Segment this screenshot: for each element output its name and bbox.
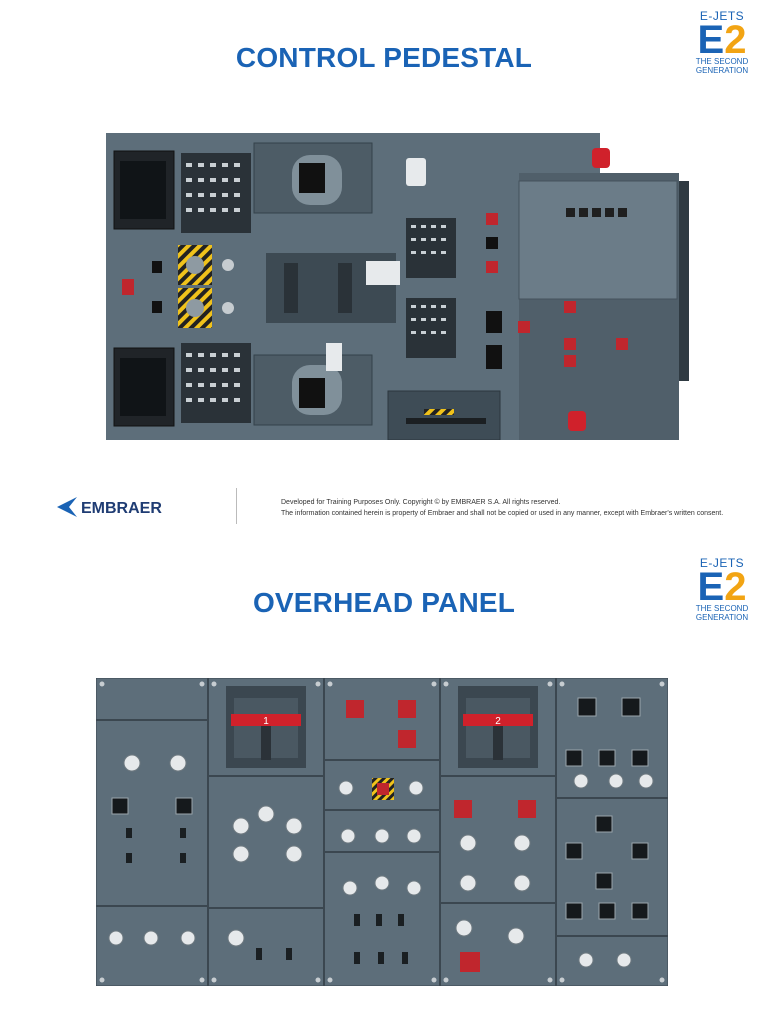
- logo-e: E: [697, 565, 725, 609]
- logo-sub-1: THE SECOND: [695, 604, 749, 613]
- logo-sub-2: GENERATION: [695, 66, 749, 75]
- embraer-logo: EMBRAER: [57, 497, 162, 517]
- page-title-control-pedestal: CONTROL PEDESTAL: [235, 42, 533, 73]
- overhead-panel-illustration: 1 2: [96, 678, 668, 986]
- logo-two: 2: [724, 18, 747, 62]
- page-title-overhead-panel: OVERHEAD PANEL: [252, 587, 516, 618]
- ejets-e2-logo: E-JETS E2 THE SECOND GENERATION: [692, 556, 752, 622]
- control-pedestal-illustration: [106, 133, 689, 440]
- logo-e2-mark: E2: [692, 567, 752, 607]
- logo-e: E: [697, 18, 725, 62]
- fire-handle-2-label: 2: [495, 716, 501, 727]
- logo-top-text: E-JETS: [699, 9, 745, 23]
- copyright-line: Developed for Training Purposes Only. Co…: [281, 499, 561, 506]
- fire-handle-1-label: 1: [263, 716, 269, 727]
- logo-e2-mark: E2: [692, 20, 752, 60]
- logo-sub-1: THE SECOND: [695, 57, 749, 66]
- logo-sub-2: GENERATION: [695, 613, 749, 622]
- footer-divider: [236, 488, 237, 524]
- logo-two: 2: [724, 565, 747, 609]
- logo-top-text: E-JETS: [699, 556, 745, 570]
- embraer-wordmark: EMBRAER: [81, 500, 162, 517]
- disclaimer-line: The information contained herein is prop…: [281, 510, 724, 517]
- ejets-e2-logo: E-JETS E2 THE SECOND GENERATION: [692, 9, 752, 75]
